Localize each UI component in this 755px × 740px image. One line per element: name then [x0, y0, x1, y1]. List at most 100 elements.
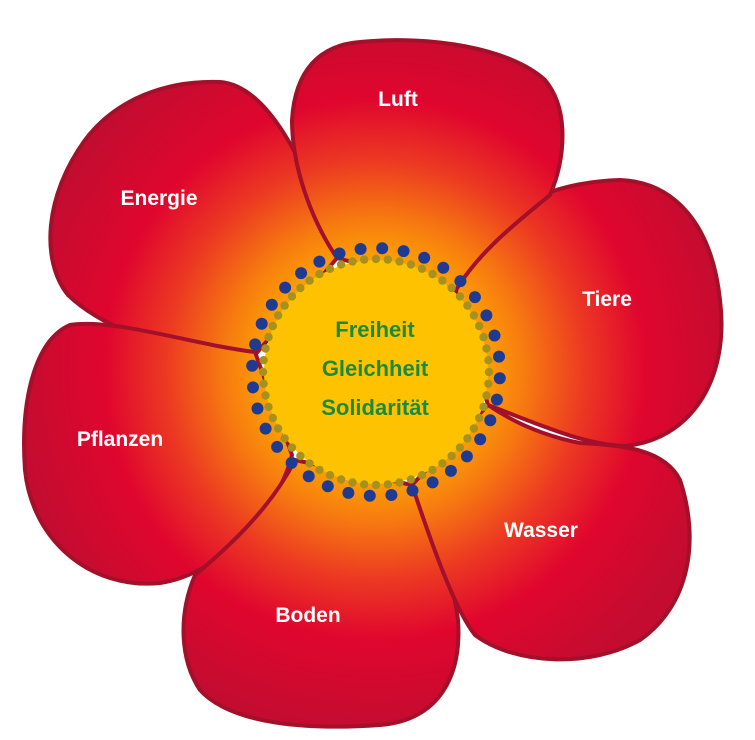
inner-dot: [305, 276, 314, 285]
inner-dot-ring: [258, 254, 494, 490]
inner-dot: [360, 255, 369, 264]
outer-dot: [279, 281, 292, 294]
outer-dot: [480, 309, 493, 322]
outer-dot: [426, 476, 439, 489]
inner-dot: [268, 413, 277, 423]
inner-dot: [268, 321, 277, 331]
inner-dot: [259, 379, 268, 388]
outer-dot-ring: [246, 242, 506, 502]
flower-center: [264, 260, 488, 484]
center-label-gleichheit: Gleichheit: [322, 356, 429, 381]
inner-dot: [438, 276, 447, 285]
inner-dot: [315, 465, 324, 475]
outer-dot: [342, 486, 355, 499]
outer-dot: [249, 338, 262, 351]
inner-dot: [264, 402, 273, 412]
inner-dot: [455, 292, 465, 301]
inner-dot: [447, 451, 456, 461]
inner-dot: [475, 413, 484, 423]
outer-dot: [460, 450, 473, 463]
inner-dot: [360, 480, 369, 489]
inner-dot: [348, 257, 357, 266]
petal-wasser: [410, 403, 692, 662]
outer-dot: [363, 489, 376, 502]
inner-dot: [280, 301, 289, 310]
inner-dot: [438, 459, 447, 468]
inner-dot: [287, 443, 297, 452]
outer-dot: [246, 359, 259, 372]
inner-dot: [395, 478, 404, 487]
outer-dot: [255, 317, 268, 330]
outer-dot: [493, 372, 506, 385]
outer-dot: [259, 422, 272, 435]
inner-dot: [264, 332, 273, 342]
inner-dot: [463, 301, 472, 310]
outer-dot: [397, 245, 410, 258]
outer-dot: [376, 242, 389, 255]
inner-dot: [484, 367, 494, 377]
outer-dot: [493, 350, 505, 363]
outer-dot: [490, 393, 503, 406]
inner-dot: [336, 260, 346, 269]
inner-dot: [348, 478, 357, 487]
outer-dot: [418, 251, 431, 264]
inner-dot: [280, 434, 289, 443]
inner-dot: [383, 480, 392, 489]
inner-dot: [479, 332, 488, 342]
inner-dot: [325, 264, 335, 273]
inner-dot: [469, 311, 479, 320]
inner-dot: [325, 471, 335, 480]
center-label-freiheit: Freiheit: [335, 317, 415, 342]
petal-luft: [290, 38, 565, 292]
outer-dot: [247, 381, 259, 394]
outer-dot: [265, 298, 278, 311]
inner-dot: [484, 356, 493, 365]
petal-label-boden: Boden: [275, 604, 340, 627]
outer-dot: [474, 433, 487, 446]
inner-dot: [261, 344, 270, 353]
inner-dot: [463, 434, 472, 443]
petal-label-energie: Energie: [120, 187, 197, 210]
outer-dot: [437, 261, 450, 274]
inner-dot: [428, 465, 437, 475]
inner-dot: [258, 367, 268, 377]
inner-dot: [259, 356, 268, 365]
outer-dot: [488, 329, 501, 342]
inner-dot: [417, 264, 427, 273]
outer-dot: [251, 402, 264, 415]
inner-dot: [383, 255, 392, 264]
inner-dot: [371, 480, 381, 490]
outer-dot: [444, 464, 457, 477]
outer-dot: [313, 255, 326, 268]
outer-dot: [468, 291, 481, 304]
inner-dot: [406, 475, 416, 484]
petal-label-pflanzen: Pflanzen: [77, 428, 163, 451]
outer-dot: [321, 480, 334, 493]
outer-dot: [295, 267, 308, 280]
inner-dot: [296, 283, 305, 293]
outer-dot: [302, 470, 315, 483]
petal-label-wasser: Wasser: [504, 519, 578, 542]
outer-dot: [385, 489, 398, 501]
inner-dot: [447, 283, 456, 293]
inner-dot: [479, 402, 488, 412]
outer-dot: [285, 456, 298, 469]
inner-dot: [428, 269, 437, 279]
inner-dot: [261, 391, 270, 400]
inner-dot: [371, 254, 381, 264]
outer-dot: [406, 484, 419, 497]
inner-dot: [406, 260, 416, 269]
inner-dot: [469, 424, 479, 433]
inner-dot: [395, 257, 404, 266]
inner-dot: [484, 379, 493, 388]
inner-dot: [455, 443, 465, 452]
inner-dot: [482, 391, 491, 400]
outer-dot: [484, 414, 497, 427]
inner-dot: [273, 424, 283, 433]
inner-dot: [315, 269, 324, 279]
petal-label-tiere: Tiere: [582, 288, 632, 311]
inner-dot: [417, 471, 427, 480]
outer-dot: [454, 275, 467, 288]
inner-dot: [296, 451, 305, 461]
